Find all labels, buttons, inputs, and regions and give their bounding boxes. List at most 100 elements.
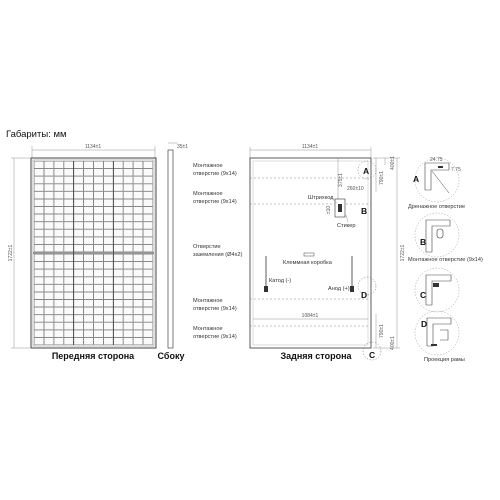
marker-circle-c [362,341,382,361]
solar-cell [83,161,94,169]
solar-cell [43,269,54,277]
solar-cell [133,214,144,222]
solar-cell [93,168,104,177]
solar-cell [143,329,153,338]
solar-cell [53,191,64,199]
solar-cell [83,269,94,277]
solar-cell [123,254,134,262]
solar-cell [43,236,54,245]
side-label: Сбоку [158,351,185,361]
solar-cell [53,329,64,338]
solar-cell [43,161,54,169]
solar-cell [53,284,64,292]
solar-cell [83,198,94,207]
back-dim-790-top: 790±1 [379,171,385,185]
solar-cell [143,307,153,315]
solar-cell [83,183,94,192]
solar-cell [53,198,64,207]
solar-cell [133,161,144,169]
solar-cell [53,276,64,285]
solar-cell [123,261,134,270]
solar-cell [43,191,54,199]
svg-text:отверстие (9x14): отверстие (9x14) [193,171,237,177]
anode-label: Анод (+) [328,286,350,292]
solar-cell [133,206,144,215]
solar-cell [133,291,144,300]
marker-circle-d [357,276,377,296]
detail-d-caption: Проекция рамы [424,357,465,363]
mount-hole-label-4: Монтажное отверстие (9x14) [193,326,237,340]
solar-cell [93,244,104,252]
solar-cell [123,214,134,222]
solar-cell [93,291,104,300]
solar-cell [123,191,134,199]
solar-cell [93,229,104,237]
solar-cell [34,291,44,300]
solar-cell [83,291,94,300]
front-width-dim: 1134±1 [85,144,101,150]
solar-cell [83,276,94,285]
solar-cell [133,221,144,230]
sticker-dim: ±10 [326,206,332,215]
side-depth-dim: 35±1 [177,144,188,150]
solar-cell [34,206,44,215]
solar-cell [93,161,104,169]
solar-cell [123,244,134,252]
solar-cell [83,314,94,323]
solar-cell [143,191,153,199]
solar-cell [43,329,54,338]
side-view: 35±1 Сбоку [158,142,188,361]
solar-cell [123,276,134,285]
solar-cell [34,183,44,192]
solar-cell [133,176,144,184]
back-width-dim: 1134±1 [302,144,318,150]
solar-cell [133,236,144,245]
back-dim-790-bottom: 790±1 [379,324,385,338]
detail-c-letter: C [420,290,426,300]
detail-a-dim-2: 7.75 [451,167,461,173]
front-height-dim: 1722±1 [8,244,14,261]
solar-cell [83,307,94,315]
svg-text:отверстие (9x14): отверстие (9x14) [193,199,237,205]
solar-cell [53,236,64,245]
solar-cell [34,198,44,207]
solar-cell [123,314,134,323]
solar-cell [34,161,44,169]
solar-cell [43,314,54,323]
solar-cell [83,254,94,262]
solar-cell [93,261,104,270]
detail-d: D Проекция рамы [414,310,465,363]
solar-cell [34,229,44,237]
solar-cell [43,168,54,177]
solar-cell [123,337,134,345]
solar-cell [123,322,134,330]
solar-cell [143,176,153,184]
solar-cell [34,191,44,199]
svg-text:отверстие (9x14): отверстие (9x14) [193,334,237,340]
solar-cell [123,307,134,315]
solar-cell [123,168,134,177]
solar-cell [93,221,104,230]
solar-cell [83,244,94,252]
solar-cell [123,269,134,277]
solar-cell [53,291,64,300]
solar-cell [133,254,144,262]
solar-cell [34,337,44,345]
svg-text:Монтажное: Монтажное [193,191,223,197]
solar-cell [93,183,104,192]
back-inner-width-dim: 1084±1 [302,313,319,319]
detail-a-letter: A [413,174,419,184]
solar-cell [143,254,153,262]
ground-hole-label: Отверстие заземления (Ø4x2) [193,244,242,258]
solar-cell [93,176,104,184]
solar-cell [83,337,94,345]
back-dim-400-top: 400±1 [390,156,396,170]
barcode-label: Штрихкод [308,195,334,201]
solar-cell [83,261,94,270]
solar-cell [143,161,153,169]
solar-cell [34,307,44,315]
svg-text:Монтажное: Монтажное [193,326,223,332]
solar-cell [43,183,54,192]
solar-cell [43,337,54,345]
